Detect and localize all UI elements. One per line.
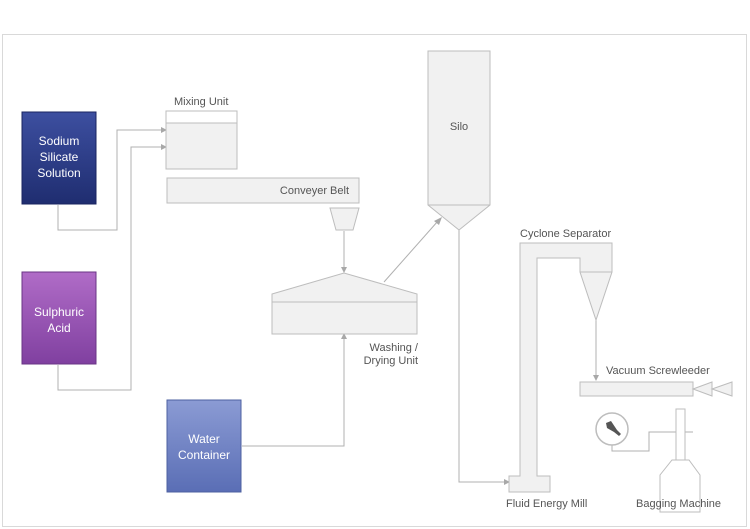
silo-label: Silo xyxy=(450,121,468,133)
flow-acid-to-mixing xyxy=(57,146,162,391)
sulphuric-acid-label-2: Acid xyxy=(47,321,70,335)
flow-sodium-to-mixing xyxy=(57,129,162,231)
pressure-gauge-icon xyxy=(595,412,629,446)
flow-washing-to-silo xyxy=(383,220,439,283)
sodium-silicate-label-3: Solution xyxy=(37,166,80,180)
mixing-unit: Mixing Unit xyxy=(165,96,238,170)
sodium-silicate-label-1: Sodium xyxy=(39,134,80,148)
cyclone-separator: Cyclone Separator Fluid Energy Mill xyxy=(506,228,613,510)
washing-drying-label-2: Drying Unit xyxy=(364,355,418,367)
bagging-machine: Bagging Machine xyxy=(636,408,721,513)
feeder-outlet xyxy=(691,381,713,397)
conveyer-belt-label: Conveyer Belt xyxy=(280,185,349,197)
water-container-label-1: Water xyxy=(188,432,220,446)
fluid-energy-mill-label: Fluid Energy Mill xyxy=(506,498,587,510)
sodium-silicate-tank: Sodium Silicate Solution xyxy=(21,111,97,205)
washing-drying-label-1: Washing / xyxy=(369,342,418,354)
washing-drying-unit: Washing / Drying Unit xyxy=(271,272,419,367)
vacuum-screwfeeder: Vacuum Screwleeder xyxy=(579,365,733,397)
cyclone-separator-label: Cyclone Separator xyxy=(520,228,611,240)
diagram-frame xyxy=(2,34,747,527)
flow-silo-to-mill xyxy=(458,230,505,483)
sulphuric-acid-tank: Sulphuric Acid xyxy=(21,271,97,365)
hopper xyxy=(329,207,360,231)
flow-water-to-washing xyxy=(242,338,345,447)
water-container-label-2: Container xyxy=(178,448,230,462)
silo: Silo xyxy=(427,50,491,231)
sulphuric-acid-label-1: Sulphuric xyxy=(34,305,84,319)
conveyer-belt: Conveyer Belt xyxy=(166,177,360,231)
mixing-unit-label: Mixing Unit xyxy=(174,96,228,108)
sodium-silicate-label-2: Silicate xyxy=(40,150,79,164)
water-container-tank: Water Container xyxy=(166,399,242,493)
bagging-machine-label: Bagging Machine xyxy=(636,498,721,510)
vacuum-screwfeeder-label: Vacuum Screwleeder xyxy=(606,365,710,377)
